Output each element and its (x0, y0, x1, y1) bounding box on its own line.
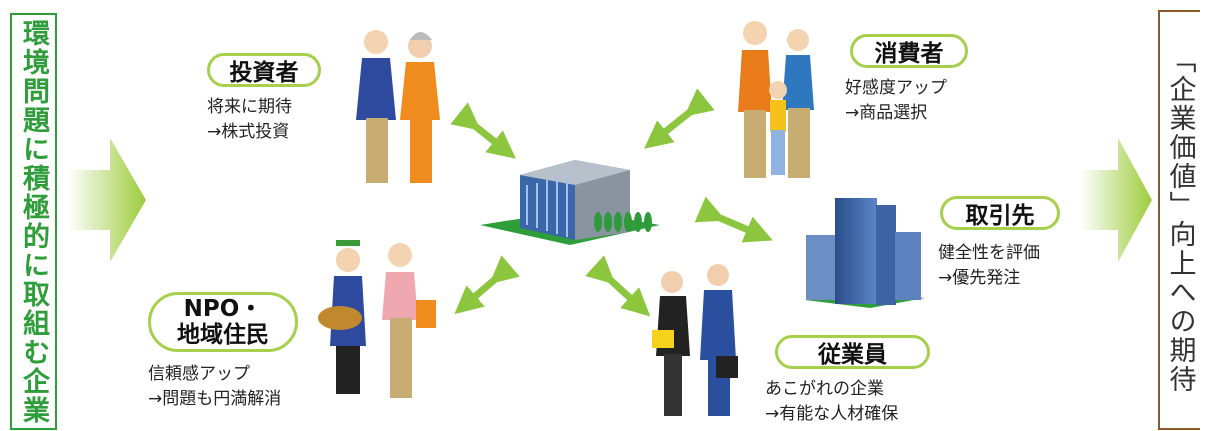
right-flow-arrow (1080, 138, 1152, 262)
connector-consumer (644, 88, 715, 149)
employee-description: あこがれの企業 →有能な人材確保 (765, 377, 898, 427)
company-label-box: 環境問題に積極的に取組む企業 (10, 13, 57, 430)
npo-label: NPO・ 地域住民 (148, 292, 298, 352)
supplier-desc-line1: 健全性を評価 (938, 243, 1040, 263)
employee-label: 従業員 (775, 335, 930, 369)
npo-desc-line1: 信頼感アップ (148, 364, 250, 384)
investor-label: 投資者 (207, 53, 321, 87)
consumer-family-illustration (738, 21, 814, 178)
consumer-desc-line2: →商品選択 (845, 103, 928, 123)
npo-people-illustration (318, 240, 436, 398)
employee-people-illustration (652, 264, 738, 416)
investor-description: 将来に期待 →株式投資 (207, 95, 292, 145)
employee-desc-line1: あこがれの企業 (765, 379, 884, 399)
supplier-building-icon (805, 198, 925, 308)
expectation-label-box: 「企業価値」向上への期待 (1158, 10, 1200, 430)
connector-investor (450, 102, 516, 159)
expectation-label: 「企業価値」向上への期待 (1164, 46, 1196, 394)
company-building-icon (480, 160, 660, 245)
investor-people-illustration (356, 30, 440, 183)
npo-desc-line2: →問題も円満解消 (148, 389, 282, 409)
npo-label-line1: NPO・ (183, 296, 263, 322)
company-label: 環境問題に積極的に取組む企業 (18, 18, 49, 425)
connector-employee (585, 255, 651, 317)
consumer-desc-line1: 好感度アップ (845, 78, 947, 98)
consumer-label: 消費者 (850, 34, 968, 68)
consumer-description: 好感度アップ →商品選択 (845, 76, 947, 126)
supplier-label: 取引先 (940, 196, 1060, 230)
supplier-desc-line2: →優先発注 (938, 268, 1021, 288)
employee-desc-line2: →有能な人材確保 (765, 404, 899, 424)
left-flow-arrow (68, 138, 146, 262)
connector-supplier (694, 196, 773, 243)
npo-label-line2: 地域住民 (177, 322, 269, 348)
connector-npo (454, 255, 520, 315)
supplier-description: 健全性を評価 →優先発注 (938, 241, 1040, 291)
npo-description: 信頼感アップ →問題も円満解消 (148, 362, 281, 412)
investor-desc-line2: →株式投資 (207, 122, 290, 142)
investor-desc-line1: 将来に期待 (207, 97, 292, 117)
